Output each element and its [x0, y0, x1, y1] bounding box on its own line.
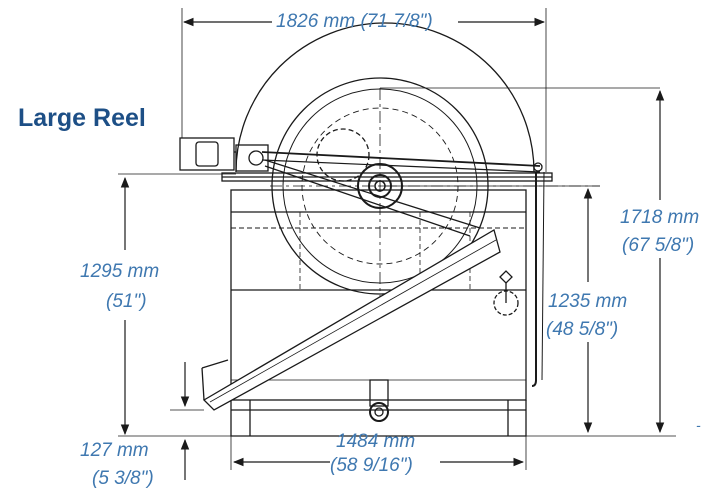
- hose: [531, 172, 537, 387]
- frame-height-mm-label: 1295 mm: [80, 261, 160, 282]
- tank-body: [230, 189, 527, 401]
- overall-height-in-label: (67 5/8"): [622, 235, 695, 256]
- motor-box: [179, 137, 235, 171]
- edge-tick-mark: -: [696, 417, 701, 433]
- base-width-in-label: (58 9/16"): [330, 455, 413, 476]
- drum-outer-arc: [235, 22, 535, 173]
- base-width-mm-label: 1484 mm: [336, 431, 416, 452]
- clearance-mm-label: 127 mm: [80, 440, 149, 461]
- overall-height-mm-label: 1718 mm: [620, 207, 700, 228]
- page-title: Large Reel: [18, 104, 146, 132]
- reel-height-in-label: (48 5/8"): [546, 319, 619, 340]
- base-skid: [230, 400, 527, 437]
- reel-height-mm-label: 1235 mm: [548, 291, 628, 312]
- hose-ramp: [202, 229, 501, 411]
- drain-valve: [369, 379, 389, 407]
- overall-width-label: 1826 mm (71 7/8"): [276, 11, 433, 32]
- frame-height-in-label: (51"): [106, 291, 147, 312]
- reel-machine: [179, 22, 660, 437]
- dimension-lines: [118, 8, 676, 480]
- clearance-in-label: (5 3/8"): [92, 468, 154, 489]
